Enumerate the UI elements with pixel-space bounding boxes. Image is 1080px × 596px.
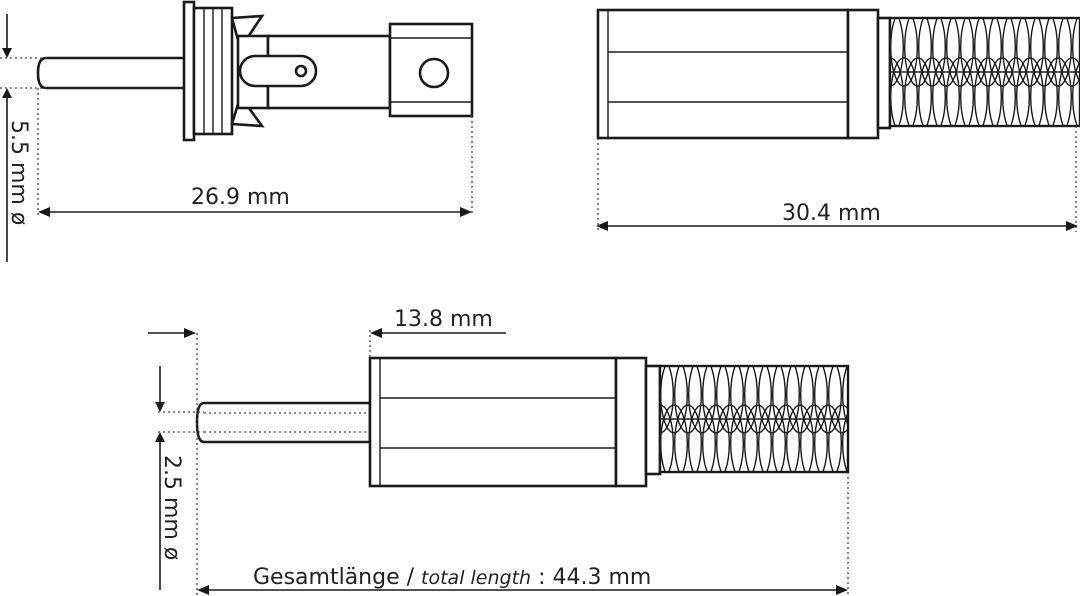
knurl-strand: [800, 404, 828, 472]
knurl-strand: [688, 366, 716, 434]
body-length-label: 13.8 mm: [394, 307, 493, 332]
knurl-strand: [1058, 18, 1080, 87]
dimension-lines-top-left: [0, 14, 473, 262]
knurl-strand: [772, 404, 800, 472]
knurl-strand: [1030, 18, 1058, 87]
knurl-strand: [758, 366, 786, 434]
knurl-strand: [674, 404, 702, 472]
knurl-strand: [1002, 18, 1030, 87]
knurl-strand: [1044, 18, 1072, 87]
pin-diameter-label-b: 2.5 mm ø: [159, 455, 184, 560]
knurl-strand: [1016, 18, 1044, 87]
knurl-strand: [772, 366, 800, 434]
length-label-a: 26.9 mm: [191, 185, 290, 210]
length-label-b: 30.4 mm: [782, 201, 881, 226]
knurl-strand: [1030, 57, 1058, 126]
knurl-strand: [674, 366, 702, 434]
knurl-strand: [960, 57, 988, 126]
knurl-strand: [702, 404, 730, 472]
knurl-strand: [1058, 57, 1080, 126]
total-length-label-en: total length: [421, 567, 531, 589]
knurl-strand: [904, 57, 932, 126]
dimension-lines-bottom: [148, 328, 849, 596]
knurl-strand: [1044, 57, 1072, 126]
knurl-strand: [702, 366, 730, 434]
knurl-strand: [758, 404, 786, 472]
knurl-strand: [988, 18, 1016, 87]
knurl-strand: [744, 404, 772, 472]
knurl-strand: [660, 366, 688, 434]
housing-view-drawing: [596, 8, 1080, 140]
knurl-strand: [988, 57, 1016, 126]
knurl-strand: [814, 366, 842, 434]
knurl-strand: [946, 57, 974, 126]
knurl-strand: [842, 411, 848, 472]
knurl-strand: [946, 18, 974, 87]
knurl-strand: [730, 366, 758, 434]
knurl-strand: [716, 366, 744, 434]
knurl-strand: [828, 404, 848, 472]
knurl-strand: [960, 18, 988, 87]
total-length-label: Gesamtlänge / total length : 44.3 mm: [253, 565, 651, 590]
knurl-strand: [786, 366, 814, 434]
knurl-strand: [660, 404, 688, 472]
knurl-strand: [842, 366, 848, 427]
assembled-view-drawing: [195, 356, 850, 488]
total-length-label-de: Gesamtlänge /: [253, 565, 415, 590]
side-view-drawing: [36, 0, 474, 142]
pin-diameter-label-a: 5.5 mm ø: [6, 120, 31, 225]
knurl-strand: [660, 404, 674, 472]
total-length-value: : 44.3 mm: [538, 565, 651, 590]
dimension-lines-top-right: [596, 126, 1078, 232]
knurl-strand: [730, 404, 758, 472]
knurl-pattern-bottom: [660, 366, 848, 472]
knurl-strand: [904, 18, 932, 87]
knurl-strand: [1016, 57, 1044, 126]
knurl-pattern-top: [890, 18, 1080, 126]
knurl-strand: [1002, 57, 1030, 126]
knurl-strand: [890, 57, 904, 126]
knurl-strand: [932, 57, 960, 126]
knurl-strand: [800, 366, 828, 434]
knurl-strand: [890, 57, 918, 126]
knurl-strand: [688, 404, 716, 472]
knurl-strand: [1072, 18, 1080, 84]
knurl-strand: [918, 57, 946, 126]
knurl-strand: [828, 366, 848, 434]
knurl-strand: [890, 18, 918, 87]
knurl-strand: [918, 18, 946, 87]
knurl-strand: [814, 404, 842, 472]
knurl-strand: [786, 404, 814, 472]
knurl-strand: [660, 366, 674, 434]
knurl-strand: [890, 18, 904, 87]
knurl-strand: [932, 18, 960, 87]
knurl-strand: [1072, 60, 1080, 126]
knurl-strand: [744, 366, 772, 434]
knurl-strand: [716, 404, 744, 472]
knurl-strand: [974, 18, 1002, 87]
knurl-strand: [974, 57, 1002, 126]
